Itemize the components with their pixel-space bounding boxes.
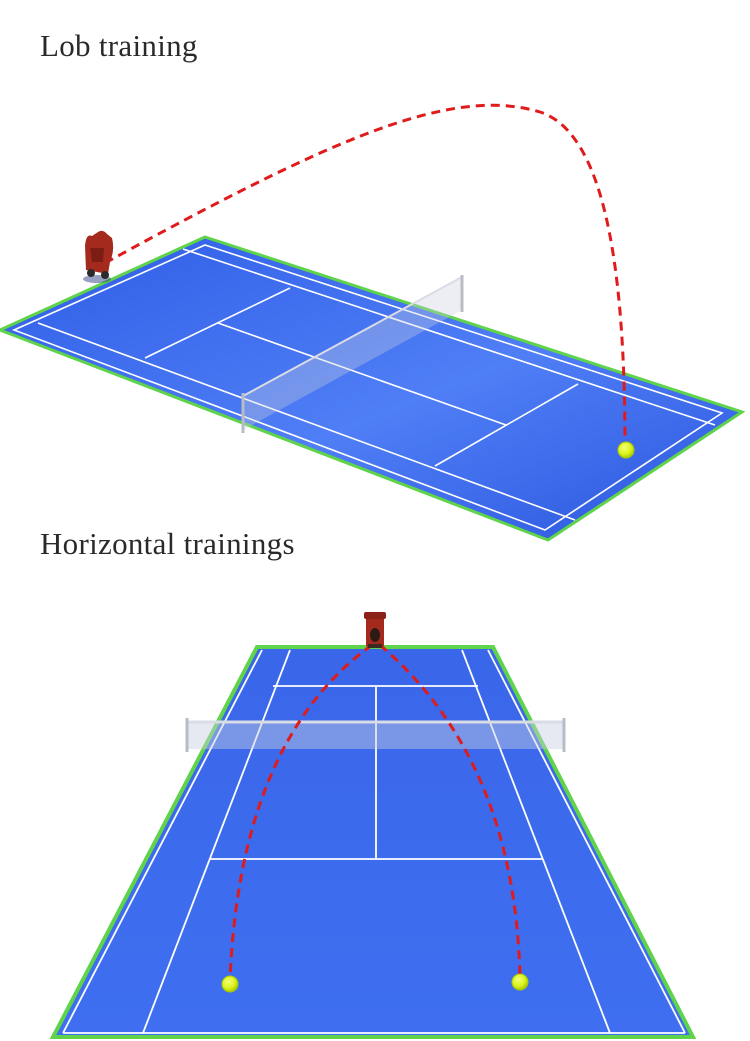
ball-machine-icon (83, 230, 114, 283)
horizontal-net (185, 718, 566, 752)
left-trajectory (228, 643, 373, 981)
lob-court-surface (0, 235, 746, 542)
ball-machine-icon (364, 612, 386, 648)
horizontal-court-lines (62, 649, 686, 1034)
tennis-ball-icon (221, 975, 239, 993)
lob-training-diagram (0, 103, 746, 542)
horizontal-trainings-diagram (49, 612, 697, 1039)
horizontal-trainings-title: Horizontal trainings (40, 526, 295, 561)
lob-trajectory (104, 103, 627, 449)
right-trajectory (379, 643, 522, 979)
tennis-ball-icon (617, 441, 635, 459)
lob-court-lines (11, 244, 724, 531)
lob-training-title: Lob training (40, 28, 198, 63)
tennis-ball-icon (511, 973, 529, 991)
lob-net (241, 275, 464, 433)
horizontal-court-surface (49, 645, 697, 1039)
